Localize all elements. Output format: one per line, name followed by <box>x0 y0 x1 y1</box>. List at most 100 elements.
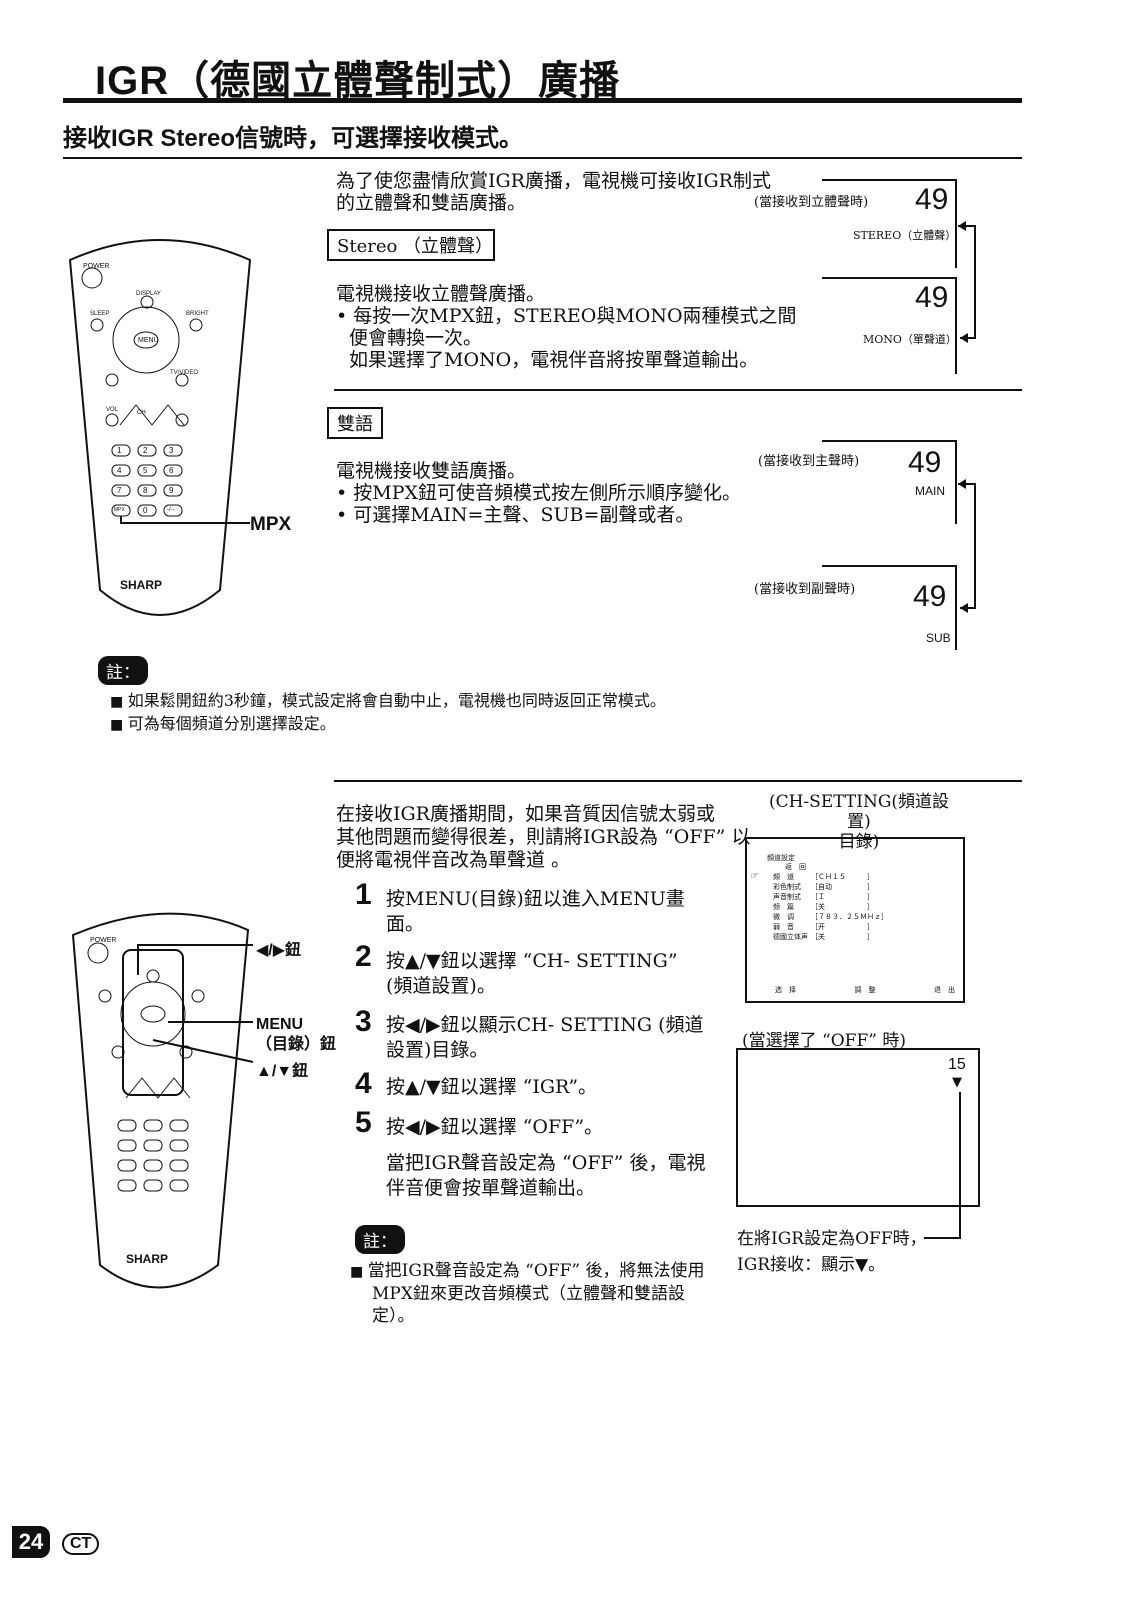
remote-key-mpx: MPX <box>114 507 125 513</box>
remote-tvvideo-label: TV/VIDEO <box>170 370 199 376</box>
osd-bracket-lines <box>822 179 976 650</box>
result-line: 伴音便會按單聲道輸出。 <box>386 1177 596 1199</box>
stereo-bullet-text: 每按一次MPX鈕，STEREO與MONO兩種模式之間 <box>353 305 797 327</box>
remote-brand-logo: SHARP <box>120 578 163 592</box>
remote-menu-label: MENU <box>138 337 159 344</box>
stereo-intro-line: 為了使您盡情欣賞IGR廣播，電視機可接收IGR制式 <box>336 170 771 192</box>
bilingual-line: 電視機接收雙語廣播。 <box>336 460 527 482</box>
igr-off-intro-line: 便將電視伴音改為單聲道 。 <box>336 849 571 871</box>
bilingual-bullet: 可選擇MAIN=主聲、SUB=副聲或者。 <box>336 504 741 526</box>
osd-main-channel: 49 <box>908 446 942 479</box>
remote-key-8: 8 <box>143 486 148 495</box>
footer-select: 选 择 <box>775 986 796 994</box>
menu-button-callout: MENU （目錄）鈕 <box>256 1015 336 1055</box>
menu-row: 彩色制式［自动 ］ <box>773 883 874 891</box>
osd-main-mode: MAIN <box>915 484 945 498</box>
note-item: 如果鬆開鈕約3秒鐘，模式設定將會自動中止，電視機也同時返回正常模式。 <box>110 690 666 713</box>
remote-display-label: DISPLAY <box>136 291 161 297</box>
step-text: 按MENU(目錄)鈕以進入MENU畫 面。 <box>386 887 685 937</box>
ch-setting-menu-screen: 頻道設定 返 回 ☞ 頻 道［ＣＨ１５ ］ 彩色制式［自动 ］ 声音制式［Ｉ ］… <box>745 837 965 1003</box>
menu-callout-line: （目錄）鈕 <box>256 1036 337 1053</box>
step-line: 按▲/▼鈕以選擇 “IGR”。 <box>386 1076 598 1098</box>
remote-control-illustration-2 <box>71 912 254 1289</box>
bilingual-label-box: 雙語 <box>327 407 383 439</box>
subtitle-rule <box>63 157 1022 159</box>
menu-header: 頻道設定 <box>767 853 795 863</box>
bilingual-bullet-text: 可選擇MAIN=主聲、SUB=副聲或者。 <box>353 504 695 526</box>
menu-back-item: 返 回 <box>785 863 806 871</box>
off-caption: (當選擇了 “OFF” 時) <box>742 1031 906 1051</box>
off-note: 在將IGR設定為OFF時， IGR接收：顯示▼。 <box>737 1226 927 1278</box>
stereo-bullet-cont: 便會轉換一次。 <box>349 327 483 349</box>
section-subtitle: 接收IGR Stereo信號時，可選擇接收模式。 <box>63 125 524 152</box>
remote-power-label: POWER <box>83 263 110 270</box>
osd-stereo-mode: STEREO（立體聲） <box>853 229 957 242</box>
step-number: 5 <box>355 1106 372 1139</box>
igr-off-intro-line: 其他問題而變得很差，則請將IGR設為 “OFF” 以 <box>336 826 751 848</box>
remote-key-4: 4 <box>117 466 122 475</box>
menu-rows: 頻 道［ＣＨ１５ ］ 彩色制式［自动 ］ 声音制式［Ｉ ］ 频 篇［关 ］ 微 … <box>773 872 888 942</box>
remote-key-dash: -/-- <box>167 507 175 513</box>
bilingual-bullet: 按MPX鈕可使音頻模式按左側所示順序變化。 <box>336 482 741 504</box>
osd-mono-mode: MONO（單聲道） <box>863 333 957 346</box>
step5-result: 當把IGR聲音設定為 “OFF” 後，電視 伴音便會按單聲道輸出。 <box>386 1151 705 1201</box>
step-number: 1 <box>355 878 372 911</box>
note2-line: 定）。 <box>372 1306 415 1326</box>
step-line: 按▲/▼鈕以選擇 “CH- SETTING” <box>386 950 678 972</box>
ch-setting-caption-line: (CH-SETTING(頻道設置) <box>768 792 950 832</box>
remote-sleep-label: SLEEP <box>90 311 110 317</box>
remote-ch-label: CH <box>137 410 146 416</box>
off-note-line: IGR接收：顯示▼。 <box>737 1255 886 1275</box>
menu-row: 弱 音［开 ］ <box>773 923 874 931</box>
note2-line-text: 當把IGR聲音設定為 “OFF” 後，將無法使用 <box>367 1261 705 1281</box>
osd-mono-channel: 49 <box>915 281 949 314</box>
menu-footer: 选 择 調 整 退 出 <box>775 985 955 995</box>
stereo-intro-line: 的立體聲和雙語廣播。 <box>336 192 527 214</box>
note-item: 可為每個頻道分別選擇設定。 <box>110 713 666 736</box>
step-text: 按▲/▼鈕以選擇 “IGR”。 <box>386 1075 597 1100</box>
step-number: 2 <box>355 940 372 973</box>
remote-key-5: 5 <box>143 466 148 475</box>
title-rule <box>63 98 1022 103</box>
indicator-callout-line <box>924 1092 961 1239</box>
igr-off-intro-line: 在接收IGR廣播期間，如果音質因信號太弱或 <box>336 803 715 825</box>
osd-stereo-caption: (當接收到立體聲時) <box>754 195 869 210</box>
bilingual-description: 電視機接收雙語廣播。 按MPX鈕可使音頻模式按左側所示順序變化。 可選擇MAIN… <box>336 460 741 526</box>
step-line: 按◀/▶鈕以顯示CH- SETTING (頻道 <box>386 1014 704 1036</box>
stereo-extra: 如果選擇了MONO，電視伴音將按單聲道輸出。 <box>349 349 759 371</box>
note2-line: 當把IGR聲音設定為 “OFF” 後，將無法使用 <box>350 1260 705 1283</box>
menu-callout-line: MENU <box>256 1016 304 1033</box>
stereo-label-box: Stereo （立體聲） <box>327 229 495 261</box>
step-number: 3 <box>355 1005 372 1038</box>
stereo-intro: 為了使您盡情欣賞IGR廣播，電視機可接收IGR制式 的立體聲和雙語廣播。 <box>336 170 771 214</box>
menu-row: 頻 道［ＣＨ１５ ］ <box>773 873 874 881</box>
menu-pointer-icon: ☞ <box>750 871 759 882</box>
lr-button-callout: ◀/▶鈕 <box>256 942 302 959</box>
igr-indicator-icon: ▼ <box>952 1075 962 1090</box>
bilingual-bullet-text: 按MPX鈕可使音頻模式按左側所示順序變化。 <box>353 482 742 504</box>
stereo-description: 電視機接收立體聲廣播。 每按一次MPX鈕，STEREO與MONO兩種模式之間 便… <box>336 283 797 371</box>
note2-badge: 註： <box>355 1225 405 1254</box>
osd-sub-channel: 49 <box>913 580 947 613</box>
remote2-brand-logo: SHARP <box>126 1252 169 1266</box>
remote-control-illustration <box>68 239 252 616</box>
remote-key-1: 1 <box>117 446 122 455</box>
step-line: 按MENU(目錄)鈕以進入MENU畫 <box>386 888 685 910</box>
remote-key-6: 6 <box>169 466 174 475</box>
tv-screen-off: 15 ▼ <box>736 1048 980 1207</box>
page-title: IGR（德國立體聲制式）廣播 <box>95 59 621 103</box>
section2-rule <box>334 780 1022 782</box>
remote2-power-label: POWER <box>90 937 117 944</box>
remote-vol-label: VOL <box>106 407 119 413</box>
off-note-line: 在將IGR設定為OFF時， <box>737 1229 927 1249</box>
remote-key-9: 9 <box>169 486 174 495</box>
step-line: 設置)目錄。 <box>386 1039 489 1061</box>
osd-sub-caption: (當接收到副聲時) <box>754 582 856 597</box>
note-badge: 註： <box>98 656 148 685</box>
osd-stereo-channel: 49 <box>915 183 949 216</box>
remote-key-7: 7 <box>117 486 122 495</box>
menu-row: 德國立体声［关 ］ <box>773 933 874 941</box>
remote-bright-label: BRIGHT <box>186 311 209 317</box>
step-text: 按◀/▶鈕以顯示CH- SETTING (頻道 設置)目錄。 <box>386 1013 704 1063</box>
note2-line: MPX鈕來更改音頻模式（立體聲和雙語設 <box>372 1284 685 1304</box>
